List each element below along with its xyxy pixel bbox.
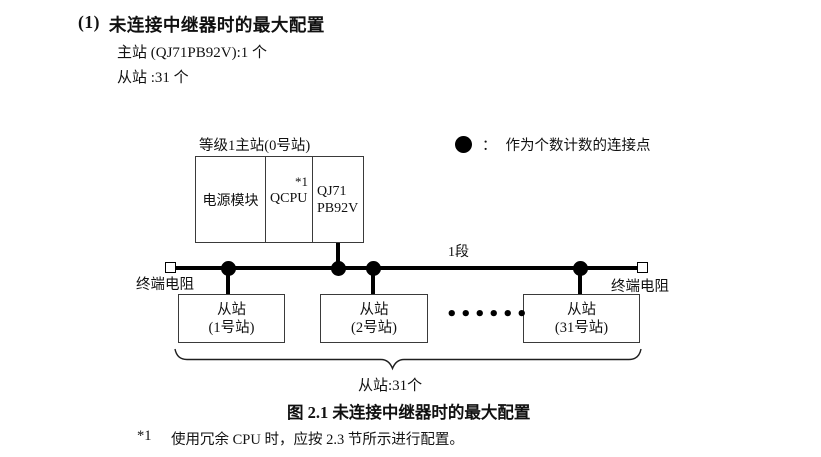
- slave1-drop-line: [226, 268, 230, 294]
- terminating-resistor-right-label: 终端电阻: [611, 279, 669, 295]
- slave-station-2-box: 从站 (2号站): [320, 294, 428, 343]
- brace-label: 从站:31个: [358, 378, 423, 394]
- section-title: 未连接中继器时的最大配置: [108, 15, 325, 35]
- terminating-resistor-right-icon: [637, 262, 648, 273]
- section-heading: (1) 未连接中继器时的最大配置: [78, 12, 325, 37]
- legend-separator: ：: [482, 138, 497, 154]
- qcpu-label: QCPU: [270, 191, 308, 206]
- segment-label: 1段: [448, 245, 469, 260]
- slave-station-1-box: 从站 (1号站): [178, 294, 285, 343]
- slave-station-31-box: 从站 (31号站): [523, 294, 640, 343]
- qj71pb92v-label: QJ71 PB92V: [317, 184, 359, 216]
- master-station-label: 等级1主站(0号站): [199, 138, 311, 154]
- power-module-cell: 电源模块: [196, 157, 266, 242]
- ellipsis-dots: ••••••: [446, 304, 531, 325]
- brace: [174, 348, 642, 371]
- terminating-resistor-left-label: 终端电阻: [136, 277, 194, 293]
- slave-count-line: 从站 :31 个: [117, 70, 189, 86]
- qj71pb92v-cell: QJ71 PB92V: [313, 157, 362, 242]
- footnote-ref: *1: [137, 428, 152, 444]
- connection-point-icon: [455, 136, 472, 153]
- slave31-drop-line: [578, 268, 582, 294]
- legend: ： 作为个数计数的连接点: [455, 134, 651, 155]
- master-count-line: 主站 (QJ71PB92V):1 个: [117, 45, 268, 61]
- legend-label: 作为个数计数的连接点: [505, 138, 651, 154]
- qcpu-cell: *1 QCPU: [266, 157, 313, 242]
- bus-line: [176, 266, 638, 270]
- master-station-box: 电源模块 *1 QCPU QJ71 PB92V: [195, 156, 364, 243]
- connection-dot-master: [330, 260, 346, 276]
- footnote-text: 使用冗余 CPU 时，应按 2.3 节所示进行配置。: [171, 432, 464, 448]
- master-drop-line: [336, 243, 340, 268]
- power-module-label: 电源模块: [202, 193, 259, 209]
- terminating-resistor-left-icon: [165, 262, 176, 273]
- section-number: (1): [78, 12, 100, 32]
- slave2-drop-line: [371, 268, 375, 294]
- footnote-marker: *1: [295, 174, 308, 189]
- figure-caption: 图 2.1 未连接中继器时的最大配置: [287, 403, 531, 422]
